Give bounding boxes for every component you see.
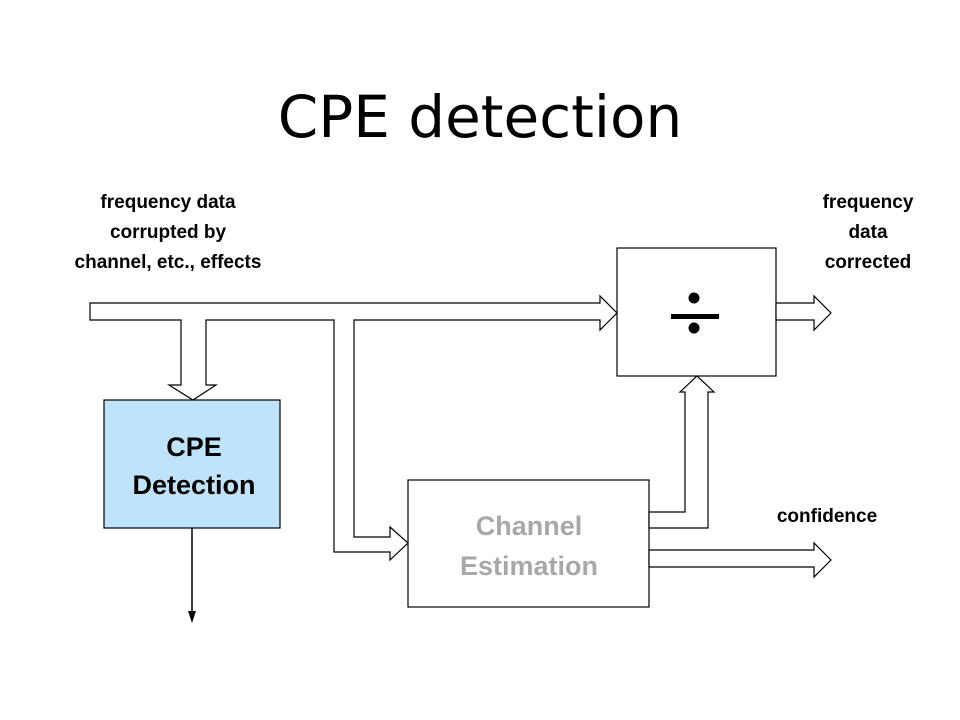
input-label-line-1: frequency data	[100, 192, 236, 213]
input-label-line-2: corrupted by	[109, 222, 227, 243]
channel-to-divider-arrow	[648, 375, 716, 529]
channel-label-line-2: Estimation	[459, 551, 599, 581]
cpe-label-line-1: CPE	[166, 432, 222, 462]
output-label-line-1: frequency	[822, 192, 914, 213]
cpe-output-arrowhead	[188, 611, 196, 623]
cpe-label-line-2: Detection	[132, 470, 256, 500]
output-label-line-2: data	[848, 222, 888, 243]
channel-estimation-label: Channel Estimation	[408, 506, 650, 586]
corrected-output-arrow	[775, 294, 832, 332]
divider-block	[616, 247, 777, 377]
input-data-arrows	[89, 294, 618, 562]
output-label: frequency data corrected	[800, 188, 936, 278]
channel-label-line-1: Channel	[475, 511, 583, 541]
confidence-output-arrow	[648, 541, 832, 579]
output-label-line-3: corrected	[824, 252, 912, 273]
cpe-detection-block	[103, 399, 281, 529]
input-label-line-3: channel, etc., effects	[74, 252, 262, 273]
page-title: CPE detection	[277, 83, 683, 151]
input-label: frequency data corrupted by channel, etc…	[40, 188, 296, 278]
divide-icon	[671, 292, 719, 334]
confidence-label: confidence	[776, 506, 878, 527]
channel-estimation-block	[407, 479, 650, 608]
cpe-detection-label: CPE Detection	[104, 428, 284, 504]
